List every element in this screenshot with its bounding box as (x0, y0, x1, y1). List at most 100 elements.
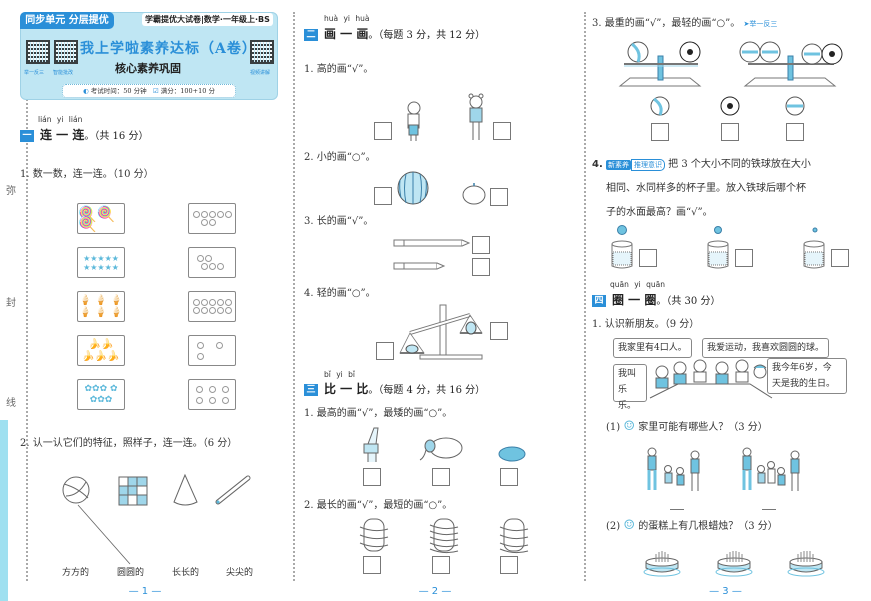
bubble-line: 我今年6岁，今 (772, 363, 832, 373)
header-tag: 同步单元 分层提优 (20, 12, 114, 29)
shape-label[interactable]: 方方的 (62, 568, 90, 578)
scale-icon (618, 41, 702, 87)
balance-scale-icon (399, 304, 483, 360)
answer-box[interactable] (376, 342, 394, 360)
cake-icon (643, 551, 681, 577)
worksheet-title: 我上学啦素养达标（A卷） (80, 41, 257, 57)
question-3-2: 2. 最长的画“√”，最短的画“○”。 (304, 500, 453, 511)
shape-illustrations (62, 473, 251, 565)
answer-box[interactable] (639, 249, 657, 267)
coil-icon (359, 518, 389, 552)
lollipop-icon: 🍭🍭🍭 (78, 204, 116, 233)
new-literacy-tag: 新素养 (605, 160, 631, 170)
answer-box[interactable] (493, 122, 511, 140)
count-card-stars[interactable]: ★★★★★★★★★★ (77, 247, 125, 278)
answer-box[interactable] (363, 468, 381, 486)
dot-card-5[interactable] (188, 247, 236, 278)
section-title: 画 一 画 (324, 27, 369, 41)
example-connection-line (77, 504, 131, 565)
cake-icon (715, 551, 753, 577)
section-heading-1: 一连 一 连。（共 16 分） (20, 126, 148, 143)
boy-girl-illustration (407, 93, 484, 141)
question-3-1: 1. 最高的画“√”，最矮的画“○”。 (304, 408, 453, 419)
full-score: 满分：100+10 分 (160, 87, 215, 95)
qr-label: 智能批改 (53, 70, 74, 76)
answer-line[interactable] (762, 509, 776, 510)
question-text: 子的水面最高？画“√”。 (606, 207, 713, 218)
girl-icon (468, 93, 484, 140)
family-options-illustration (647, 447, 800, 491)
cup-icon (611, 240, 633, 269)
watermelon-icon (397, 171, 429, 205)
section-pinyin: bǐ yi bǐ (324, 370, 355, 379)
answer-box[interactable] (721, 123, 739, 141)
dot-card-7[interactable] (188, 203, 236, 234)
answer-box[interactable] (831, 249, 849, 267)
answer-box[interactable] (651, 123, 669, 141)
ball-options (650, 96, 805, 116)
sub-question-1: (1) ☺ 家里可能有哪些人？（3 分） (606, 418, 768, 434)
short-pencil-icon (393, 262, 446, 270)
flower-icon: ✿✿✿ ✿✿✿✿ (84, 383, 118, 405)
practice-link[interactable]: ➤举一反三 (743, 20, 778, 28)
answer-box[interactable] (490, 322, 508, 340)
small-fruit-icon (462, 183, 486, 205)
page-number: — 1 — (128, 586, 162, 597)
answer-box[interactable] (432, 468, 450, 486)
iron-ball-small (812, 227, 818, 233)
cup-icon (803, 240, 825, 269)
binding-line (26, 12, 28, 581)
dot-card-3[interactable] (188, 335, 236, 366)
dot-card-6[interactable] (188, 379, 236, 410)
beach-ball-icon (650, 96, 670, 116)
qr-code-icon[interactable] (250, 40, 274, 64)
page-1: 弥 封 线 同步单元 分层提优 学霸提优大试卷|数学·一年级上·BS 举一反三 … (0, 0, 290, 601)
question-4-1: 1. 认识新朋友。（9 分） (592, 319, 700, 330)
soccer-ball-icon (720, 96, 740, 116)
exam-time: 考试时间：50 分钟 (90, 87, 147, 95)
margin-char: 线 (6, 398, 16, 410)
count-card-flowers[interactable]: ✿✿✿ ✿✿✿✿ (77, 379, 125, 410)
section-number: 三 (304, 384, 318, 396)
count-card-lollipops[interactable]: 🍭🍭🍭 (77, 203, 125, 234)
qr-code-icon[interactable] (54, 40, 78, 64)
answer-box[interactable] (472, 236, 490, 254)
count-card-ice-creams[interactable]: 🍦 🍦 🍦🍦 🍦 🍦 (77, 291, 125, 322)
shape-label[interactable]: 圆圆的 (117, 568, 145, 578)
shape-label[interactable]: 尖尖的 (226, 568, 254, 578)
cakes-illustration (643, 551, 825, 577)
section-number: 四 (592, 295, 606, 307)
qr-code-icon[interactable] (26, 40, 50, 64)
long-pencil-icon (393, 239, 471, 247)
answer-box[interactable] (472, 258, 490, 276)
answer-box[interactable] (432, 556, 450, 574)
answer-box[interactable] (786, 123, 804, 141)
giraffe-icon (363, 427, 379, 462)
cups-illustration (611, 225, 825, 269)
speech-bubble: 我叫 乐乐。 (613, 364, 647, 411)
answer-box[interactable] (500, 556, 518, 574)
page-divider (293, 12, 295, 581)
answer-box[interactable] (735, 249, 753, 267)
elephant-icon (419, 437, 463, 461)
question-3-4: 4. 新素养推理意识 把 3 个大小不同的铁球放在大小 (592, 155, 811, 171)
question-text: 3. 最重的画“√”，最轻的画“○”。 (592, 18, 741, 29)
page-2: huà yi huà 二画 一 画。（每题 3 分，共 12 分） 1. 高的画… (290, 0, 580, 601)
margin-char: 弥 (6, 186, 16, 198)
qr-label: 举一反三 (24, 70, 45, 76)
cone-icon (173, 473, 198, 506)
bubble-line: 乐乐。 (618, 385, 637, 411)
answer-box[interactable] (500, 468, 518, 486)
coil-icon (499, 518, 529, 554)
section-number: 一 (20, 130, 34, 142)
answer-line[interactable] (670, 509, 684, 510)
dot-card-10[interactable] (188, 291, 236, 322)
banana-icon: 🍌🍌🍌🍌🍌 (82, 338, 120, 362)
count-card-bananas[interactable]: 🍌🍌🍌🍌🍌 (77, 335, 125, 366)
shape-label[interactable]: 长长的 (172, 568, 200, 578)
answer-box[interactable] (490, 188, 508, 206)
answer-box[interactable] (374, 187, 392, 205)
answer-box[interactable] (374, 122, 392, 140)
section-title: 圈 一 圈 (612, 293, 657, 307)
answer-box[interactable] (363, 556, 381, 574)
